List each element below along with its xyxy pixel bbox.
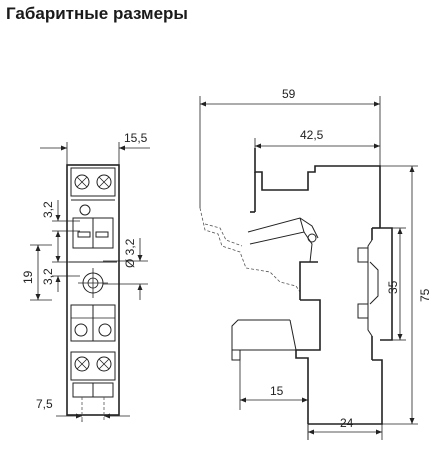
dim-bottom-offset: 15 [270, 384, 284, 398]
dim-total-length: 59 [282, 87, 296, 101]
side-view: 59 42,5 75 35 15 24 [199, 87, 432, 440]
dim-front-width: 15,5 [124, 131, 148, 145]
screw-icon [96, 356, 112, 372]
dim-base-depth: 24 [340, 416, 354, 430]
lower-terminal-block [70, 351, 116, 381]
page-title: Габаритные размеры [6, 4, 188, 23]
upper-terminal-block [70, 167, 116, 197]
dim-pitch-upper: 3,2 [41, 201, 55, 218]
dim-rail-height: 35 [386, 280, 400, 294]
screw-icon [98, 323, 112, 337]
dim-pin-spacing: 7,5 [36, 397, 53, 411]
dim-mount-length: 42,5 [300, 128, 324, 142]
screw-icon [79, 204, 91, 216]
screw-icon [96, 174, 112, 190]
dim-hole-diameter: Ø 3,2 [123, 238, 137, 268]
front-body-outline [66, 164, 120, 416]
screw-icon [74, 174, 90, 190]
dim-front-height-offset: 19 [21, 270, 35, 284]
dim-total-height: 75 [418, 288, 432, 302]
pivot-icon [307, 233, 317, 243]
dim-pitch-lower: 3,2 [41, 268, 55, 285]
screw-icon [74, 323, 88, 337]
screw-icon [74, 356, 90, 372]
front-view: 15,5 3,2 3,2 19 Ø 3,2 7,5 [21, 131, 150, 422]
